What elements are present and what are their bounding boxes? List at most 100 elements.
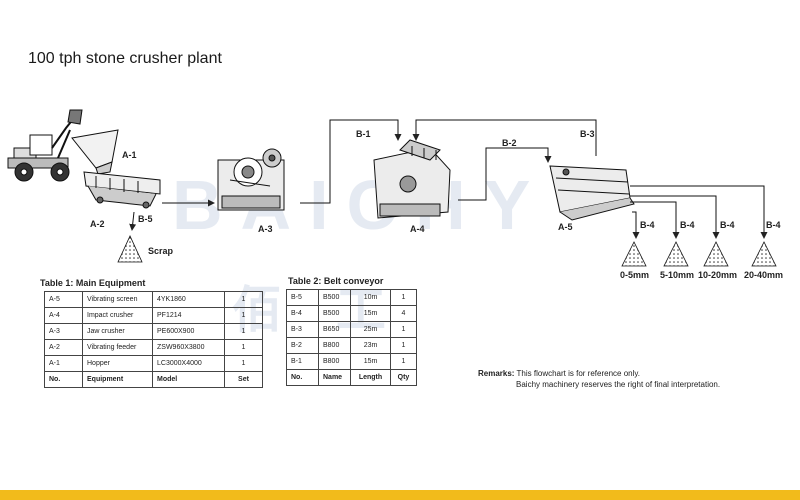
table-cell: 1 — [390, 321, 417, 338]
table-cell: Vibrating screen — [82, 291, 153, 308]
label-a3: A-3 — [258, 224, 273, 234]
table-cell: A-4 — [44, 307, 83, 324]
table-row: B-5 B500 10m 1 — [286, 289, 417, 306]
table-cell: B500 — [318, 289, 351, 306]
table-header-cell: Set — [224, 371, 263, 388]
label-a5: A-5 — [558, 222, 573, 232]
scrap-pile-icon — [117, 235, 143, 263]
table-cell: B-4 — [286, 305, 319, 322]
table-header-cell: Qty — [390, 369, 417, 386]
label-a1: A-1 — [122, 150, 137, 160]
b1-conveyor-line — [300, 119, 402, 204]
table-row: B-3 B650 25m 1 — [286, 321, 417, 338]
label-a4: A-4 — [410, 224, 425, 234]
table2-caption: Table 2: Belt conveyor — [288, 276, 384, 286]
table-cell: B-3 — [286, 321, 319, 338]
page-title: 100 tph stone crusher plant — [28, 50, 222, 67]
table-cell: 1 — [224, 323, 263, 340]
table-cell: 15m — [350, 305, 391, 322]
table-cell: 23m — [350, 337, 391, 354]
label-b4-2: B-4 — [680, 220, 695, 230]
table-cell: B500 — [318, 305, 351, 322]
table-cell: 1 — [390, 289, 417, 306]
label-b3: B-3 — [580, 129, 595, 139]
table-row: A-3 Jaw crusher PE600X900 1 — [44, 323, 263, 340]
table-cell: B-5 — [286, 289, 319, 306]
table-cell: A-1 — [44, 355, 83, 372]
wheel-loader-icon — [7, 109, 83, 182]
table-cell: Jaw crusher — [82, 323, 153, 340]
impact-crusher-icon — [373, 139, 451, 219]
table-cell: PF1214 — [152, 307, 225, 324]
vibrating-screen-icon — [549, 165, 635, 221]
table-row: B-2 B800 23m 1 — [286, 337, 417, 354]
table-cell: 15m — [350, 353, 391, 370]
label-b2: B-2 — [502, 138, 517, 148]
footer-bar — [0, 490, 800, 500]
table-row: A-4 Impact crusher PF1214 1 — [44, 307, 263, 324]
table-cell: 25m — [350, 321, 391, 338]
remarks-line2: Baichy machinery reserves the right of f… — [516, 380, 721, 389]
table-cell: 1 — [224, 291, 263, 308]
label-b4-1: B-4 — [640, 220, 655, 230]
remarks-line1: This flowchart is for reference only. — [516, 369, 640, 378]
conveyor-table: B-5 B500 10m 1 B-4 B500 15m 4 B-3 B650 2… — [286, 289, 417, 386]
label-b4-4: B-4 — [766, 220, 781, 230]
table-cell: B-2 — [286, 337, 319, 354]
table-cell: 1 — [224, 355, 263, 372]
table-cell: B650 — [318, 321, 351, 338]
table-cell: 1 — [224, 307, 263, 324]
size-20-40: 20-40mm — [744, 270, 784, 280]
table-cell: 4 — [390, 305, 417, 322]
table-cell: PE600X900 — [152, 323, 225, 340]
table-row: A-1 Hopper LC3000X4000 1 — [44, 355, 263, 372]
table-cell: A-3 — [44, 323, 83, 340]
table1-caption: Table 1: Main Equipment — [40, 278, 146, 288]
table-row: B-1 B800 15m 1 — [286, 353, 417, 370]
table-cell: Vibrating feeder — [82, 339, 153, 356]
table-header-cell: Name — [318, 369, 351, 386]
remarks-label: Remarks: — [478, 369, 515, 378]
table-header-cell: Model — [152, 371, 225, 388]
table-row: A-2 Vibrating feeder ZSW960X3800 1 — [44, 339, 263, 356]
label-b4-3: B-4 — [720, 220, 735, 230]
b2-conveyor-line — [458, 147, 552, 201]
table-cell: 1 — [224, 339, 263, 356]
size-0-5: 0-5mm — [620, 270, 650, 280]
table-cell: A-2 — [44, 339, 83, 356]
table-cell: B-1 — [286, 353, 319, 370]
output-lines — [630, 185, 768, 239]
table-cell: Hopper — [82, 355, 153, 372]
table-cell: Impact crusher — [82, 307, 153, 324]
pile-5-10-icon — [663, 241, 689, 267]
table-cell: 10m — [350, 289, 391, 306]
scrap-arrow — [129, 211, 137, 231]
table-row: A-5 Vibrating screen 4YK1860 1 — [44, 291, 263, 308]
hopper-icon — [71, 129, 119, 175]
jaw-crusher-icon — [217, 148, 285, 211]
table-row: B-4 B500 15m 4 — [286, 305, 417, 322]
size-10-20: 10-20mm — [698, 270, 738, 280]
remarks-block: Remarks: This flowchart is for reference… — [478, 368, 720, 390]
table-cell: 4YK1860 — [152, 291, 225, 308]
label-b5: B-5 — [138, 214, 153, 224]
table-cell: LC3000X4000 — [152, 355, 225, 372]
table-header-cell: No. — [44, 371, 83, 388]
table-cell: A-5 — [44, 291, 83, 308]
b3-return-line — [412, 119, 597, 156]
pile-10-20-icon — [703, 241, 729, 267]
vibrating-feeder-icon — [83, 171, 161, 209]
label-b1: B-1 — [356, 129, 371, 139]
pile-20-40-icon — [751, 241, 777, 267]
table-cell: 1 — [390, 353, 417, 370]
table-header-cell: Equipment — [82, 371, 153, 388]
table-cell: ZSW960X3800 — [152, 339, 225, 356]
table-header-row: No. Equipment Model Set — [44, 371, 263, 388]
pile-0-5-icon — [621, 241, 647, 267]
size-5-10: 5-10mm — [660, 270, 695, 280]
label-scrap: Scrap — [148, 246, 174, 256]
table-cell: 1 — [390, 337, 417, 354]
table-header-row: No. Name Length Qty — [286, 369, 417, 386]
table-header-cell: No. — [286, 369, 319, 386]
